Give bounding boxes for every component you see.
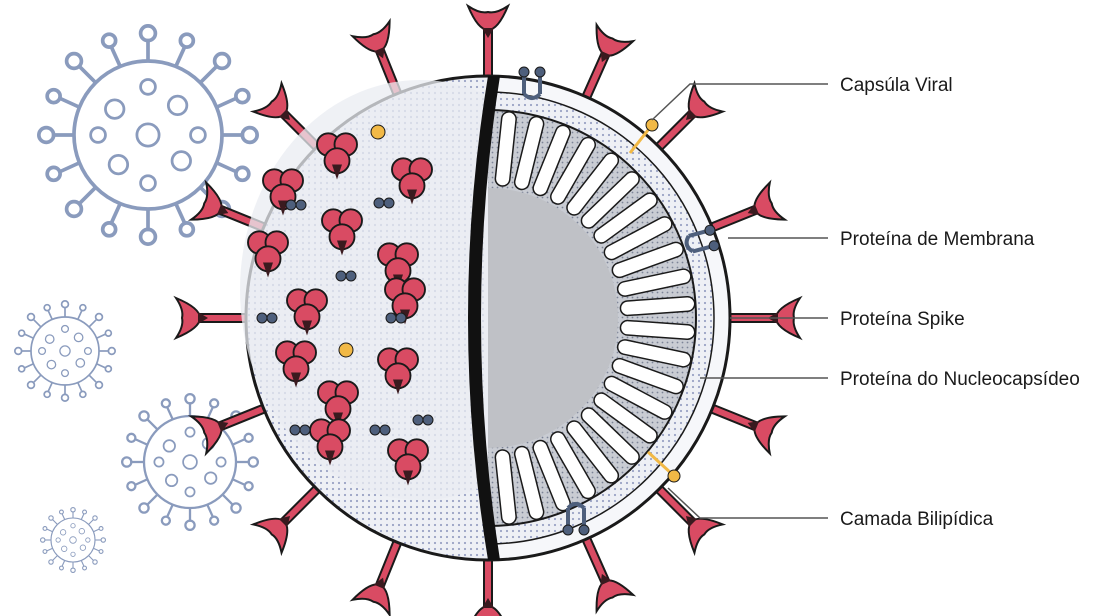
label-lipid-bilayer: Camada Bilipídica — [840, 509, 994, 530]
coil-loop-21 — [503, 457, 509, 517]
coil-loop-11 — [628, 328, 688, 332]
label-nucleocapsid-protein: Proteína do Nucleocapsídeo — [840, 369, 1080, 390]
label-capsid: Capsúla Viral — [840, 75, 953, 96]
spike-protein-8 — [468, 560, 508, 616]
spike-protein-12 — [176, 298, 246, 338]
label-spike-protein: Proteína Spike — [840, 309, 965, 330]
background-virus-small — [41, 508, 106, 573]
background-virus-medium — [15, 301, 115, 401]
coil-loop-0 — [503, 119, 509, 179]
label-membrane-protein: Proteína de Membrana — [840, 229, 1035, 250]
coil-loop-10 — [628, 304, 688, 308]
spike-protein-0 — [468, 6, 508, 76]
yellow-lipid-dot-0 — [371, 125, 385, 139]
yellow-lipid-dot-1 — [339, 343, 353, 357]
